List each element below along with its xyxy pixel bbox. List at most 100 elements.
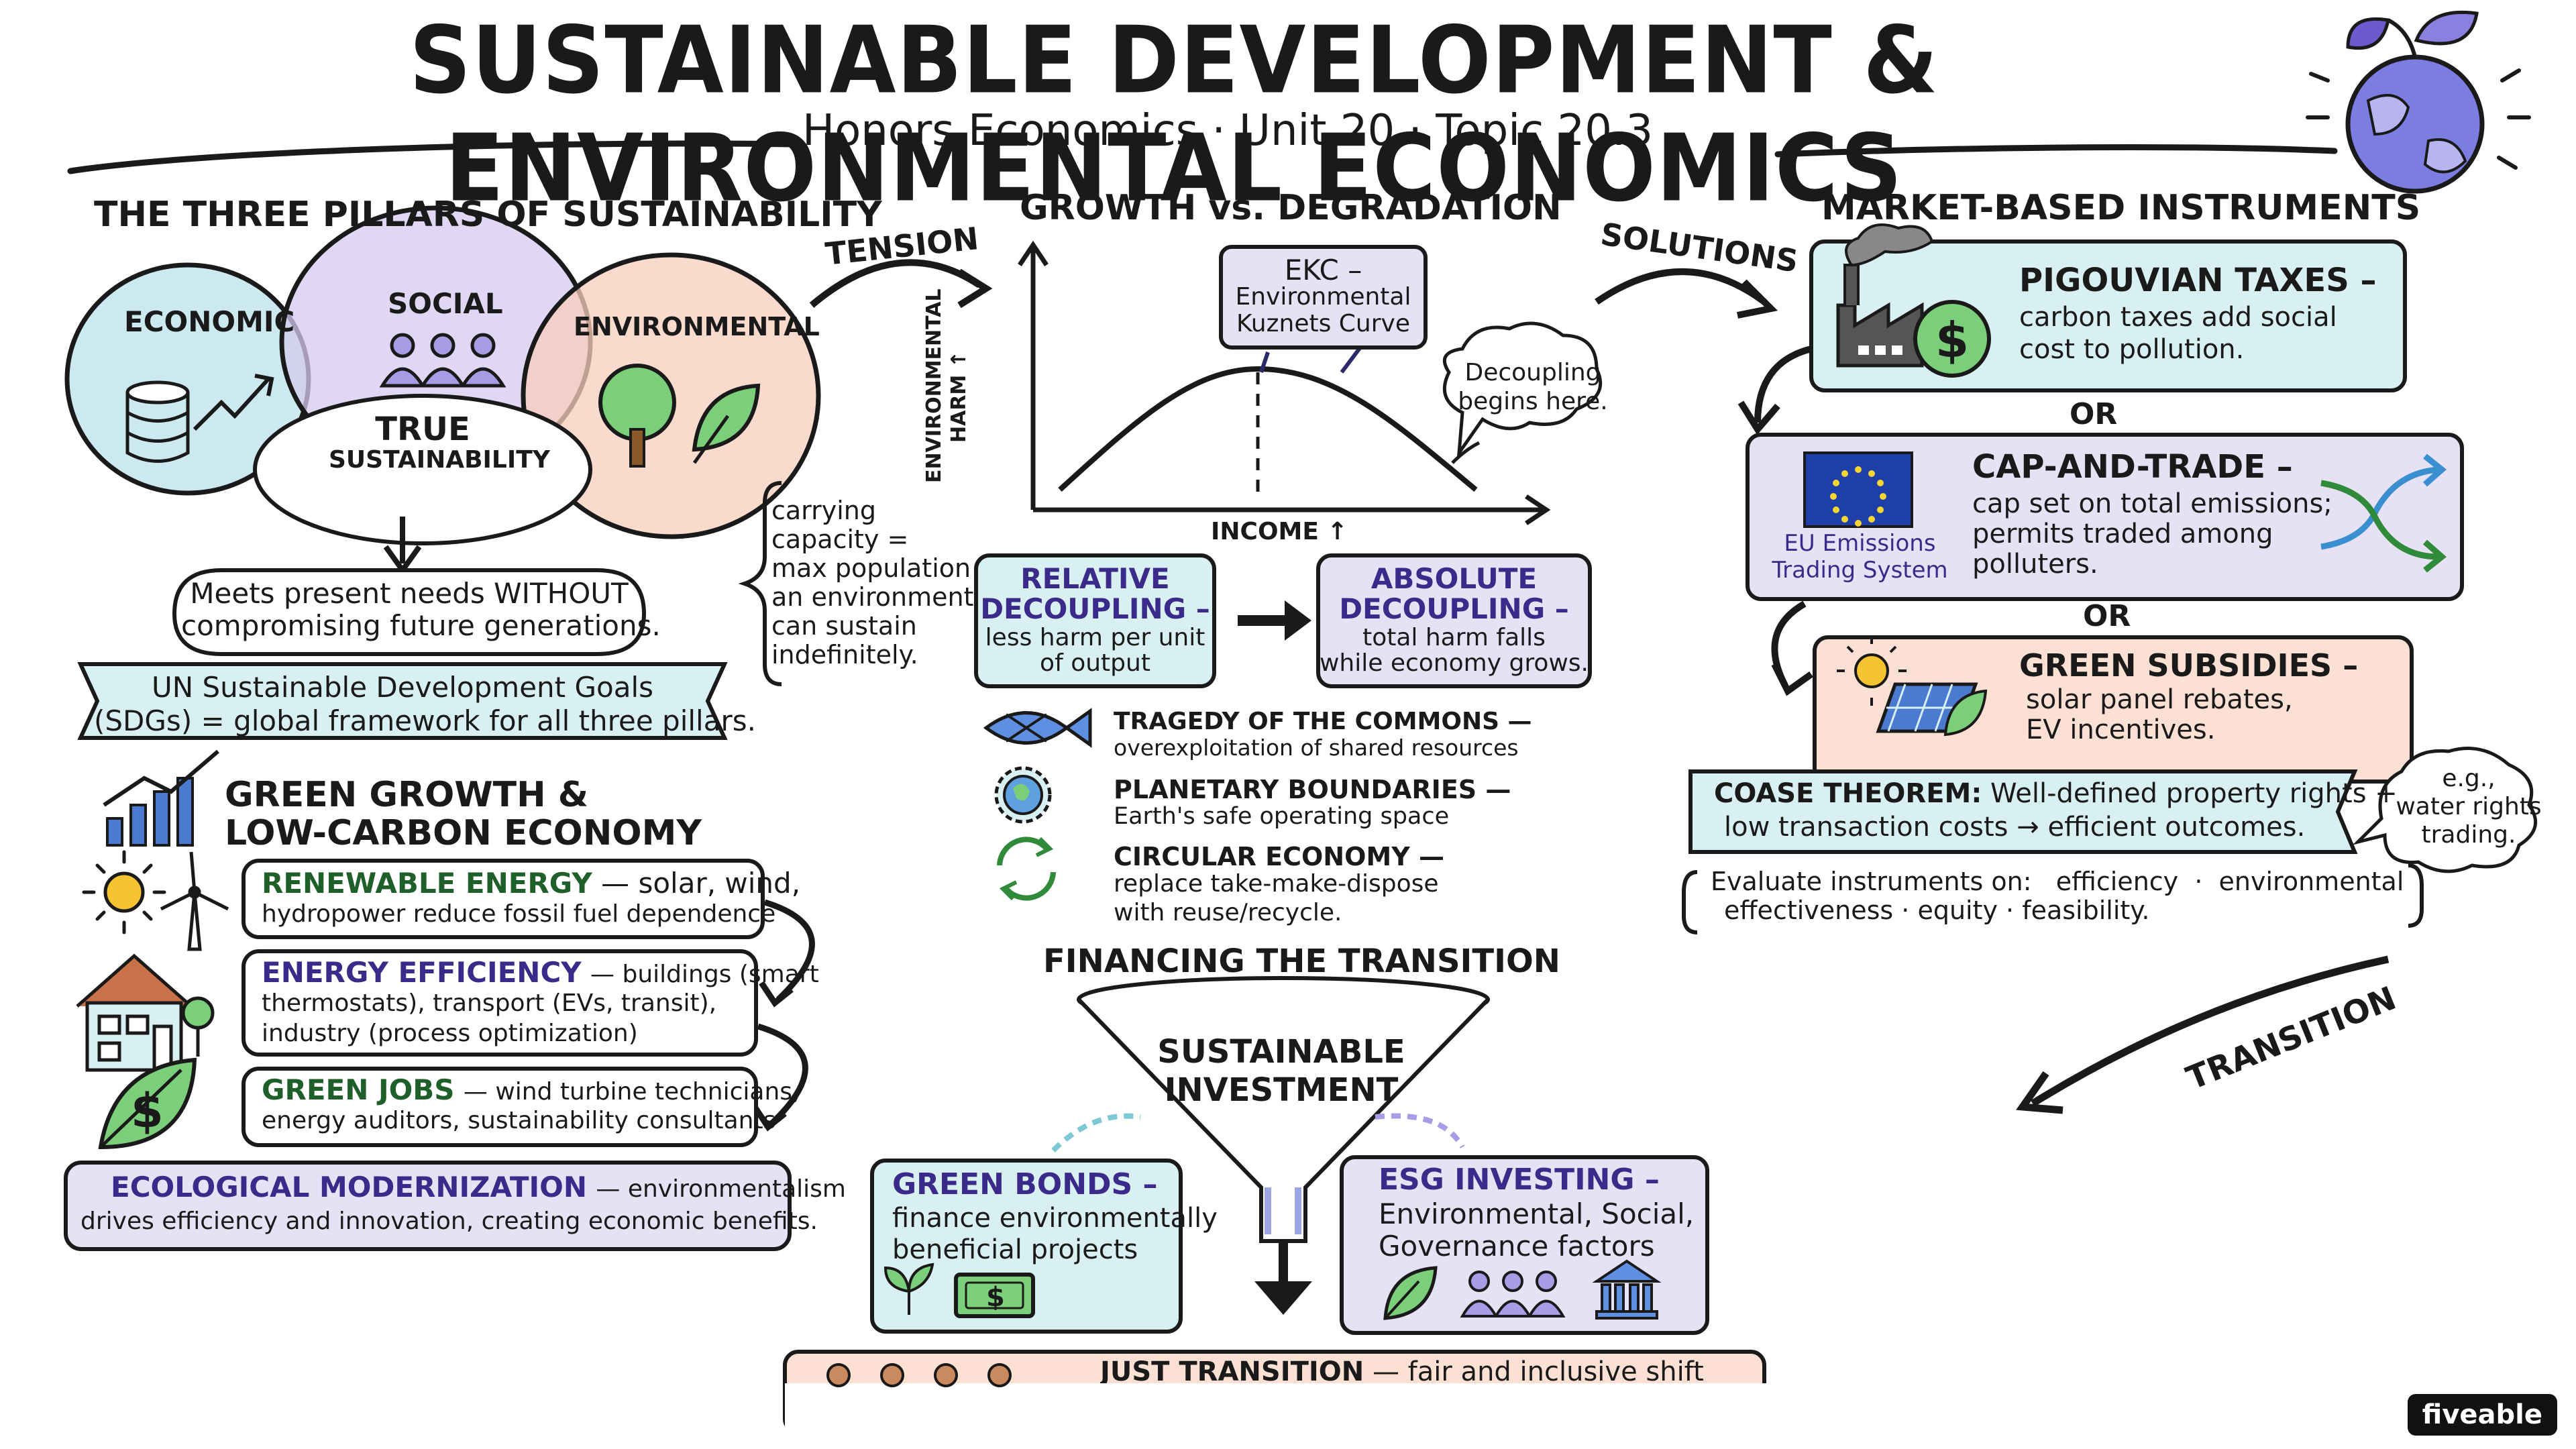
green-growth-heading-line1: GREEN GROWTH &: [225, 775, 589, 815]
sprout-icon: [883, 1263, 934, 1315]
green-bonds-title: GREEN BONDS –: [892, 1167, 1158, 1201]
eu-label-line1: EU Emissions: [1784, 530, 1936, 557]
brand-logo: fiveable: [2407, 1394, 2557, 1436]
y-axis-label-line2: HARM ↑: [947, 351, 971, 443]
renewable-line1: RENEWABLE ENERGY — solar, wind,: [262, 867, 800, 900]
coase-line2: low transaction costs → efficient outcom…: [1724, 812, 2306, 843]
coase-text: Well-defined property rights +: [1990, 778, 2398, 809]
pillar-economic-label: ECONOMIC: [124, 305, 295, 338]
pillars-heading: THE THREE PILLARS OF SUSTAINABILITY: [94, 195, 882, 235]
fish-icon: [983, 708, 1092, 748]
pillar-environmental-label: ENVIRONMENTAL: [574, 312, 820, 341]
eco-text: — environmentalism: [596, 1175, 846, 1203]
green-bonds-text1: finance environmentally: [892, 1203, 1218, 1234]
jobs-title: GREEN JOBS: [262, 1073, 455, 1106]
jobs-line2: energy auditors, sustainability consulta…: [262, 1107, 776, 1134]
y-axis-label-line1: ENVIRONMENTAL: [922, 288, 946, 483]
energy-efficiency-box: [241, 949, 758, 1057]
pillar-social-label: SOCIAL: [388, 287, 503, 320]
house-icon: [76, 953, 215, 1072]
coase-line1: COASE THEOREM: Well-defined property rig…: [1714, 778, 2398, 809]
tragedy-text: overexploitation of shared resources: [1114, 735, 1519, 761]
bar-chart-icon: [103, 749, 219, 847]
transition-arrow: [2031, 955, 2390, 1107]
carrying-line: carrying: [771, 496, 877, 525]
green-bonds-text2: beneficial projects: [892, 1234, 1138, 1265]
pillars-venn: [64, 205, 821, 575]
solar-panel-icon: [1837, 636, 1988, 737]
definition-line1: Meets present needs WITHOUT: [190, 577, 629, 610]
subsidy-title: GREEN SUBSIDIES –: [2019, 647, 2359, 684]
funnel: [1051, 976, 1490, 1315]
crossing-arrows-icon: [2320, 453, 2447, 573]
true-sustainability-line1: TRUE: [375, 411, 470, 448]
ekc-curve: [1058, 366, 1478, 492]
ekc-graph: [1018, 240, 1551, 525]
carrying-line: capacity =: [771, 525, 909, 554]
absolute-text2: while economy grows.: [1319, 649, 1589, 677]
dollar-leaf-icon: $: [98, 1057, 197, 1150]
eu-label-line2: Trading System: [1772, 557, 1948, 584]
ekc-line2: Environmental: [1235, 283, 1411, 311]
sdg-line1: UN Sustainable Development Goals: [151, 671, 654, 704]
relative-decoupling-box: [974, 553, 1216, 688]
people-group-peach-icon: [826, 1363, 1012, 1387]
people-icon: [379, 333, 506, 388]
green-jobs-box: [241, 1067, 758, 1147]
efficiency-line1: ENERGY EFFICIENCY — buildings (smart: [262, 956, 819, 989]
tree-leaf-icon: [598, 364, 761, 468]
carrying-line: indefinitely.: [771, 640, 918, 669]
cap-title: CAP-AND-TRADE –: [1972, 448, 2293, 486]
or-arrow-1: [1754, 345, 1813, 423]
efficiency-title: ENERGY EFFICIENCY: [262, 956, 582, 989]
renewable-energy-box: [241, 859, 765, 939]
example-line1: e.g.,: [2442, 765, 2496, 792]
people-group-icon: [1460, 1271, 1566, 1318]
planetary-title: PLANETARY BOUNDARIES —: [1114, 775, 1511, 804]
carrying-line: max population: [771, 553, 971, 583]
carrying-bracket: [738, 481, 782, 686]
true-sustainability-line2: SUSTAINABILITY: [329, 446, 550, 474]
subsidy-text2: EV incentives.: [2026, 714, 2216, 745]
just-transition-line: JUST TRANSITION — fair and inclusive shi…: [1100, 1356, 1704, 1383]
green-bonds-box: [870, 1159, 1183, 1334]
x-axis-label: INCOME ↑: [1211, 518, 1348, 545]
planetary-text: Earth's safe operating space: [1114, 803, 1450, 830]
svg-text:$: $: [131, 1083, 164, 1138]
page-title: SUSTAINABLE DEVELOPMENT & ENVIRONMENTAL …: [409, 7, 1939, 223]
bank-icon: [1592, 1259, 1662, 1320]
jobs-text: — wind turbine technicians,: [463, 1078, 800, 1106]
relative-text2: of output: [1040, 649, 1150, 677]
factory-dollar-icon: $: [1836, 223, 1991, 378]
funnel-line2: INVESTMENT: [1164, 1071, 1399, 1109]
page-subtitle: Honors Economics · Unit 20 · Topic 20.3: [802, 106, 1654, 156]
coins-chart-icon: [125, 374, 274, 463]
cap-text2: permits traded among: [1972, 519, 2273, 549]
title-underline-left: [67, 140, 798, 174]
carrying-line: an environment: [771, 582, 974, 612]
or-label-2: OR: [2083, 599, 2131, 633]
svg-text:$: $: [1935, 312, 1969, 368]
absolute-title1: ABSOLUTE: [1371, 562, 1538, 595]
absolute-text1: total harm falls: [1362, 624, 1546, 651]
eu-flag-icon: [1803, 451, 1913, 528]
ekc-line3: Kuznets Curve: [1236, 310, 1410, 337]
globe-sprout-icon: [2306, 10, 2531, 194]
cap-text1: cap set on total emissions;: [1972, 488, 2332, 519]
decoupling-note-line2: begins here.: [1458, 388, 1608, 415]
circular-text1: replace take-make-dispose: [1114, 870, 1439, 898]
sdg-ribbon: [77, 662, 728, 740]
tragedy-title: TRAGEDY OF THE COMMONS —: [1114, 708, 1532, 735]
esg-title: ESG INVESTING –: [1379, 1163, 1660, 1197]
wind-turbine-icon: [160, 851, 229, 951]
recycle-icon: [997, 837, 1056, 901]
definition-bubble: [172, 568, 647, 656]
circular-text2: with reuse/recycle.: [1114, 899, 1342, 926]
esg-text1: Environmental, Social,: [1379, 1197, 1695, 1230]
curve-arrow-1: [763, 899, 815, 1002]
relative-text1: less harm per unit: [985, 624, 1205, 651]
coase-ribbon: [1688, 769, 2358, 854]
globe-icon: [994, 766, 1052, 824]
eco-line1: ECOLOGICAL MODERNIZATION — environmental…: [111, 1171, 846, 1203]
